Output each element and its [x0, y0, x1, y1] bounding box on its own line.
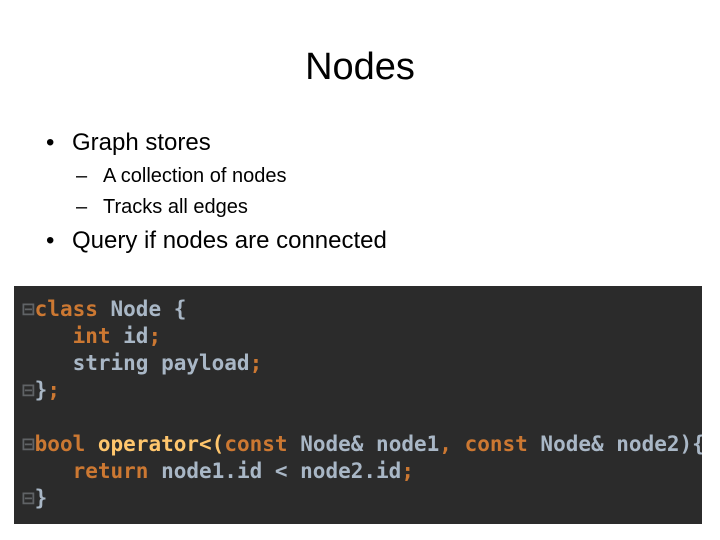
code-line: ⊟bool operator<(const Node& node1, const… — [22, 431, 702, 458]
code-token: ; — [401, 459, 414, 483]
code-token: node1.id < node2.id — [148, 459, 402, 483]
sub-bullet-marker: – — [76, 196, 88, 218]
code-token — [22, 324, 73, 348]
code-token: return — [72, 459, 149, 483]
code-token: ; — [47, 378, 60, 402]
bullet-marker: • — [46, 129, 55, 156]
code-token: class — [34, 297, 98, 321]
fold-marker-icon: ⊟ — [22, 297, 35, 321]
code-token: { — [173, 297, 187, 321]
bullet-text: Query if nodes are connected — [72, 227, 387, 254]
slide-title: Nodes — [305, 46, 415, 88]
code-line — [22, 404, 702, 431]
code-token: Node& node2){ — [527, 432, 702, 456]
sub-bullet-text: A collection of nodes — [103, 165, 287, 187]
code-screenshot: ⊟class Node { int id; string payload;⊟};… — [14, 286, 702, 524]
code-token: ; — [148, 324, 162, 348]
code-token — [22, 459, 73, 483]
code-token: ; — [249, 351, 263, 375]
code-token: } — [34, 486, 48, 510]
code-token: string payload — [22, 351, 250, 375]
code-token: bool — [34, 432, 86, 456]
code-line: string payload; — [22, 350, 702, 377]
code-line: int id; — [22, 323, 702, 350]
code-line: ⊟}; — [22, 377, 702, 404]
code-token: int — [72, 324, 111, 348]
fold-marker-icon: ⊟ — [22, 486, 35, 510]
bullet-text: Graph stores — [72, 129, 211, 156]
sub-bullet-marker: – — [76, 165, 88, 187]
code-token: } — [34, 378, 48, 402]
code-token: operator<( — [97, 432, 225, 456]
code-token: const — [464, 432, 528, 456]
code-line: return node1.id < node2.id; — [22, 458, 702, 485]
fold-marker-icon: ⊟ — [22, 378, 35, 402]
code-token: const — [224, 432, 288, 456]
sub-bullet-text: Tracks all edges — [103, 196, 248, 218]
code-token: , — [439, 432, 465, 456]
code-block: ⊟class Node { int id; string payload;⊟};… — [22, 296, 702, 512]
code-token: Node — [97, 297, 174, 321]
code-token: Node& node1 — [287, 432, 440, 456]
bullet-marker: • — [46, 227, 55, 254]
fold-marker-icon: ⊟ — [22, 432, 35, 456]
code-line: ⊟} — [22, 485, 702, 512]
code-token — [85, 432, 98, 456]
code-token: id — [110, 324, 149, 348]
code-line: ⊟class Node { — [22, 296, 702, 323]
